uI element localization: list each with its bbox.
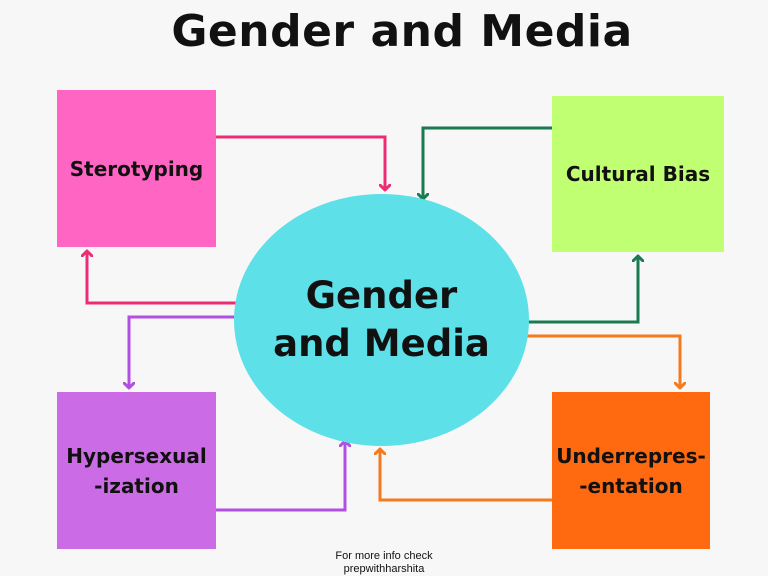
node-hypersexualization: Hypersexual -ization: [57, 392, 216, 549]
node-underrepresentation-label: Underrepres- -entation: [556, 443, 706, 498]
node-stereotyping-label: Sterotyping: [69, 156, 204, 181]
arrow-center-to-underrepresentation: [510, 334, 680, 388]
arrow-stereotyping-to-center: [216, 135, 385, 190]
center-node: Gender and Media: [234, 194, 529, 446]
node-cultural-bias-label: Cultural Bias: [565, 162, 711, 186]
page-title: Gender and Media: [171, 6, 633, 57]
node-stereotyping: Sterotyping: [57, 90, 216, 247]
footer-line-1: For more info check: [335, 550, 433, 562]
arrow-cultural-bias-to-center: [423, 126, 552, 199]
arrow-hypersexualization-to-center: [216, 441, 345, 512]
arrow-underrepresentation-to-center: [380, 449, 552, 502]
arrow-center-to-cultural-bias: [510, 256, 638, 324]
node-cultural-bias: Cultural Bias: [552, 96, 724, 252]
node-hypersexualization-label: Hypersexual -ization: [66, 443, 207, 498]
footer-line-2: prepwithharshita: [343, 563, 425, 575]
arrow-center-to-hypersexualization: [129, 315, 258, 388]
node-underrepresentation: Underrepres- -entation: [552, 392, 710, 549]
arrow-center-to-stereotyping: [87, 251, 258, 305]
